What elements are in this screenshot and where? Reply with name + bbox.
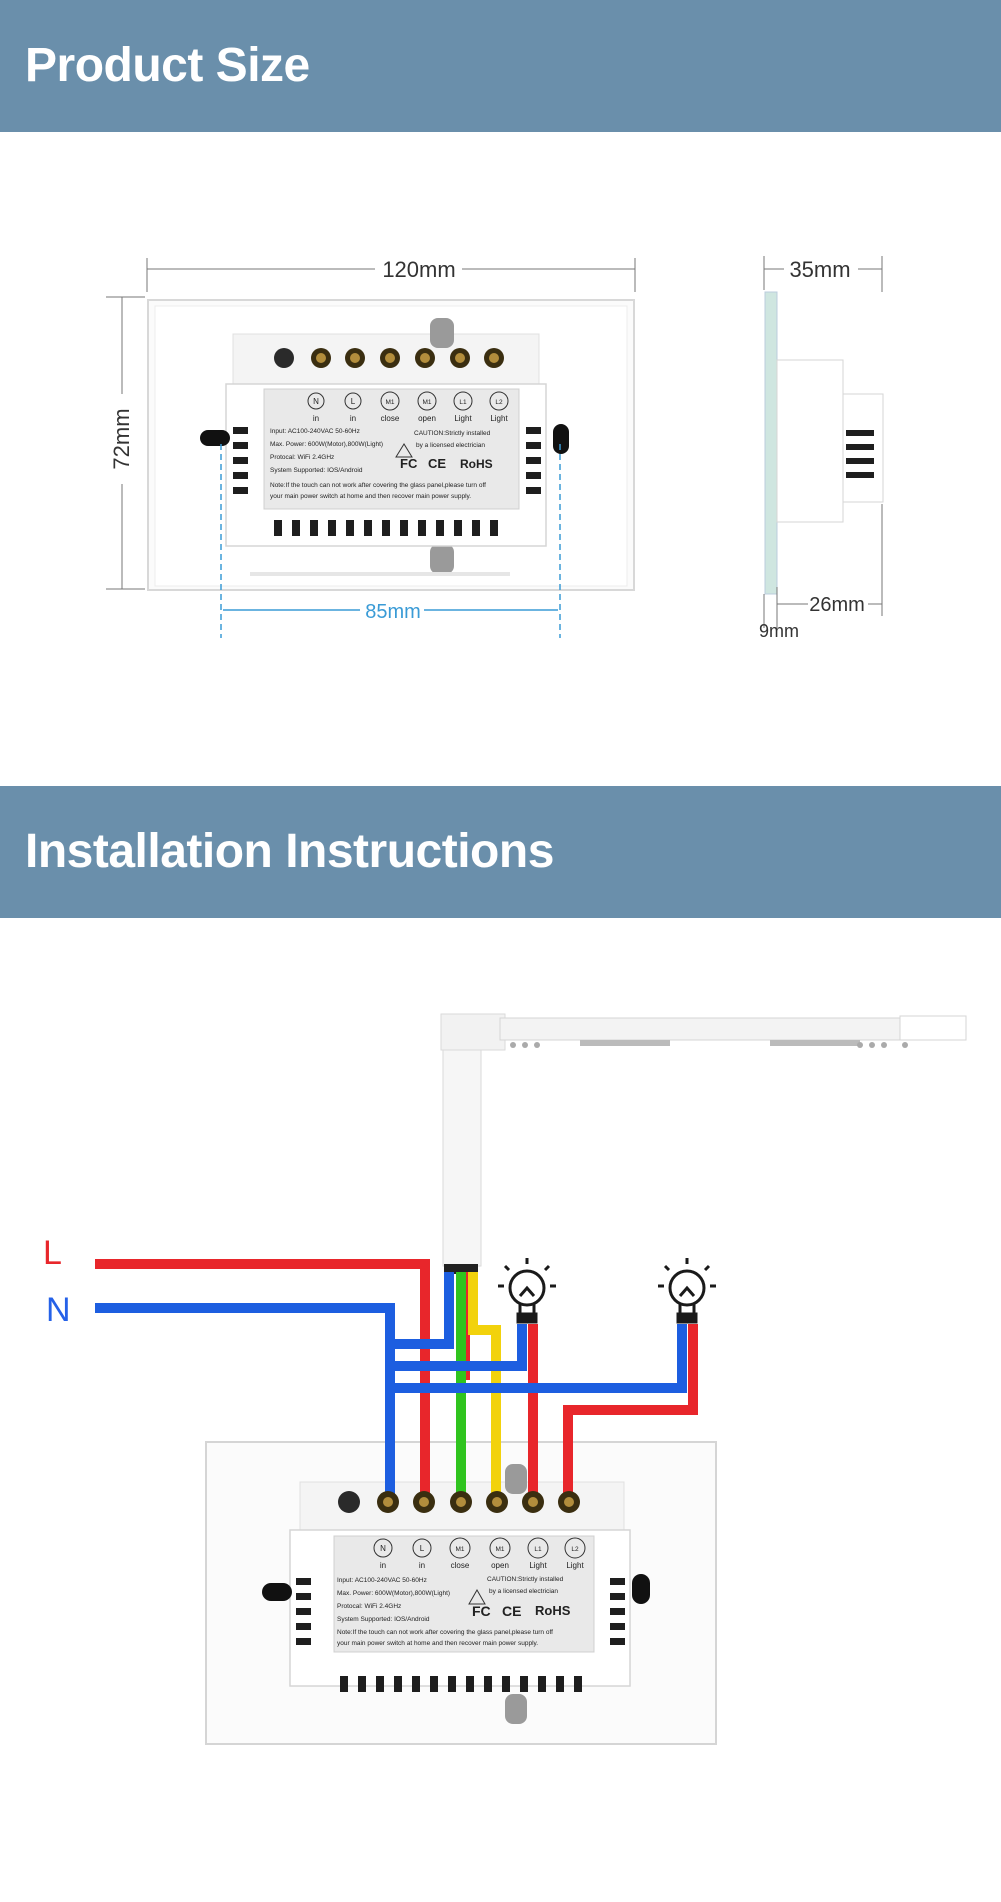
svg-text:Note:If the touch can not work: Note:If the touch can not work after cov… <box>270 482 486 489</box>
svg-text:FC: FC <box>400 456 418 471</box>
neutral-feed-wire <box>95 1303 395 1500</box>
depth-label: 35mm <box>789 257 850 282</box>
terminal-screws <box>274 348 504 368</box>
svg-text:FC: FC <box>472 1603 491 1619</box>
width-label: 120mm <box>382 257 455 282</box>
live-label: L <box>43 1234 62 1272</box>
neutral-label: N <box>46 1291 71 1329</box>
installation-banner: Installation Instructions <box>0 786 1001 918</box>
screw-spacing-label: 85mm <box>365 601 421 623</box>
svg-text:L1: L1 <box>459 399 467 406</box>
svg-text:Light: Light <box>529 1561 547 1570</box>
lamp2-red-wire <box>563 1324 698 1500</box>
svg-text:Max. Power: 600W(Motor),800W(L: Max. Power: 600W(Motor),800W(Light) <box>270 441 383 448</box>
svg-text:System Supported: IOS/Android: System Supported: IOS/Android <box>270 467 363 474</box>
motor-yellow-wire <box>468 1270 501 1500</box>
product-size-banner: Product Size <box>0 0 1001 132</box>
svg-text:RoHS: RoHS <box>535 1603 571 1618</box>
product-size-title: Product Size <box>25 39 310 92</box>
svg-text:M1: M1 <box>495 1546 504 1553</box>
svg-text:close: close <box>381 414 400 423</box>
svg-text:in: in <box>350 414 356 423</box>
wires <box>95 1259 698 1500</box>
svg-text:Input: AC100-240VAC 50-60Hz: Input: AC100-240VAC 50-60Hz <box>270 428 360 435</box>
spec-label-text: Input: AC100-240VAC 50-60Hz Max. Power: … <box>270 428 493 500</box>
svg-text:in: in <box>313 414 319 423</box>
svg-text:CAUTION:Strictly installed: CAUTION:Strictly installed <box>487 1576 564 1583</box>
svg-text:Light: Light <box>490 414 508 423</box>
svg-text:your main power switch at home: your main power switch at home and then … <box>270 493 471 500</box>
svg-text:Protocal: WiFi 2.4GHz: Protocal: WiFi 2.4GHz <box>337 1603 401 1610</box>
svg-text:by a licensed electrician: by a licensed electrician <box>489 1588 558 1595</box>
svg-text:in: in <box>380 1561 386 1570</box>
wiring-diagram: N in L in M1 close M1 open L1 Light L2 L… <box>43 1013 967 1745</box>
svg-text:CE: CE <box>428 456 446 471</box>
width-dimension <box>146 258 636 292</box>
svg-text:L1: L1 <box>534 1546 542 1553</box>
switch-wiring-view: N in L in M1 close M1 open L1 Light L2 L… <box>205 1441 717 1745</box>
motor-blue-wire <box>390 1270 454 1349</box>
svg-text:M1: M1 <box>455 1546 464 1553</box>
curtain-rail <box>499 1015 967 1048</box>
depth-dimension <box>763 256 883 628</box>
height-dimension <box>106 296 145 590</box>
svg-text:Max. Power: 600W(Motor),800W(L: Max. Power: 600W(Motor),800W(Light) <box>337 1590 450 1597</box>
light-bulb-2-icon <box>658 1258 716 1324</box>
svg-text:your main power switch at home: your main power switch at home and then … <box>337 1640 538 1647</box>
svg-text:CAUTION:Strictly installed: CAUTION:Strictly installed <box>414 430 491 437</box>
svg-text:Protocal: WiFi 2.4GHz: Protocal: WiFi 2.4GHz <box>270 454 334 461</box>
screw-spacing-dimension <box>220 444 561 638</box>
svg-text:close: close <box>451 1561 470 1570</box>
terminal-labels-wiring: N in L in M1 close M1 open L1 Light L2 L… <box>373 1537 586 1570</box>
body-depth-label: 26mm <box>809 594 865 616</box>
svg-text:M1: M1 <box>385 399 394 406</box>
height-label: 72mm <box>109 408 134 469</box>
svg-text:in: in <box>419 1561 425 1570</box>
spec-label-text-wiring: Input: AC100-240VAC 50-60Hz Max. Power: … <box>337 1576 571 1647</box>
svg-text:N: N <box>313 397 319 406</box>
glass-thickness-label: 9mm <box>759 621 799 641</box>
svg-text:L2: L2 <box>495 399 503 406</box>
wiring-terminal-screws <box>377 1491 580 1513</box>
switch-side-view <box>764 291 884 595</box>
svg-text:Input: AC100-240VAC 50-60Hz: Input: AC100-240VAC 50-60Hz <box>337 1577 427 1584</box>
light-bulb-1-icon <box>498 1258 556 1324</box>
live-feed-wire <box>95 1259 430 1500</box>
installation-title: Installation Instructions <box>25 825 554 878</box>
svg-text:by a licensed electrician: by a licensed electrician <box>416 442 485 449</box>
dimension-drawing: N in L in M1 close M1 open L1 Light L2 L… <box>106 256 884 641</box>
svg-text:Note:If the touch can not work: Note:If the touch can not work after cov… <box>337 1629 553 1636</box>
terminal-labels: N in L in M1 close M1 open L1 Light L2 L… <box>307 391 509 423</box>
switch-back-view: N in L in M1 close M1 open L1 Light L2 L… <box>147 299 635 591</box>
svg-text:System Supported: IOS/Android: System Supported: IOS/Android <box>337 1616 430 1623</box>
svg-text:L: L <box>420 1544 425 1553</box>
svg-text:M1: M1 <box>422 399 431 406</box>
curtain-motor <box>440 1013 506 1274</box>
svg-text:RoHS: RoHS <box>460 457 493 471</box>
svg-text:N: N <box>380 1544 386 1553</box>
svg-text:L2: L2 <box>571 1546 579 1553</box>
svg-text:L: L <box>351 397 356 406</box>
lamp1-blue-wire <box>390 1324 527 1371</box>
svg-text:open: open <box>418 414 436 423</box>
svg-text:CE: CE <box>502 1603 521 1619</box>
svg-text:open: open <box>491 1561 509 1570</box>
svg-text:Light: Light <box>454 414 472 423</box>
svg-text:Light: Light <box>566 1561 584 1570</box>
lamp2-blue-wire <box>390 1324 687 1393</box>
